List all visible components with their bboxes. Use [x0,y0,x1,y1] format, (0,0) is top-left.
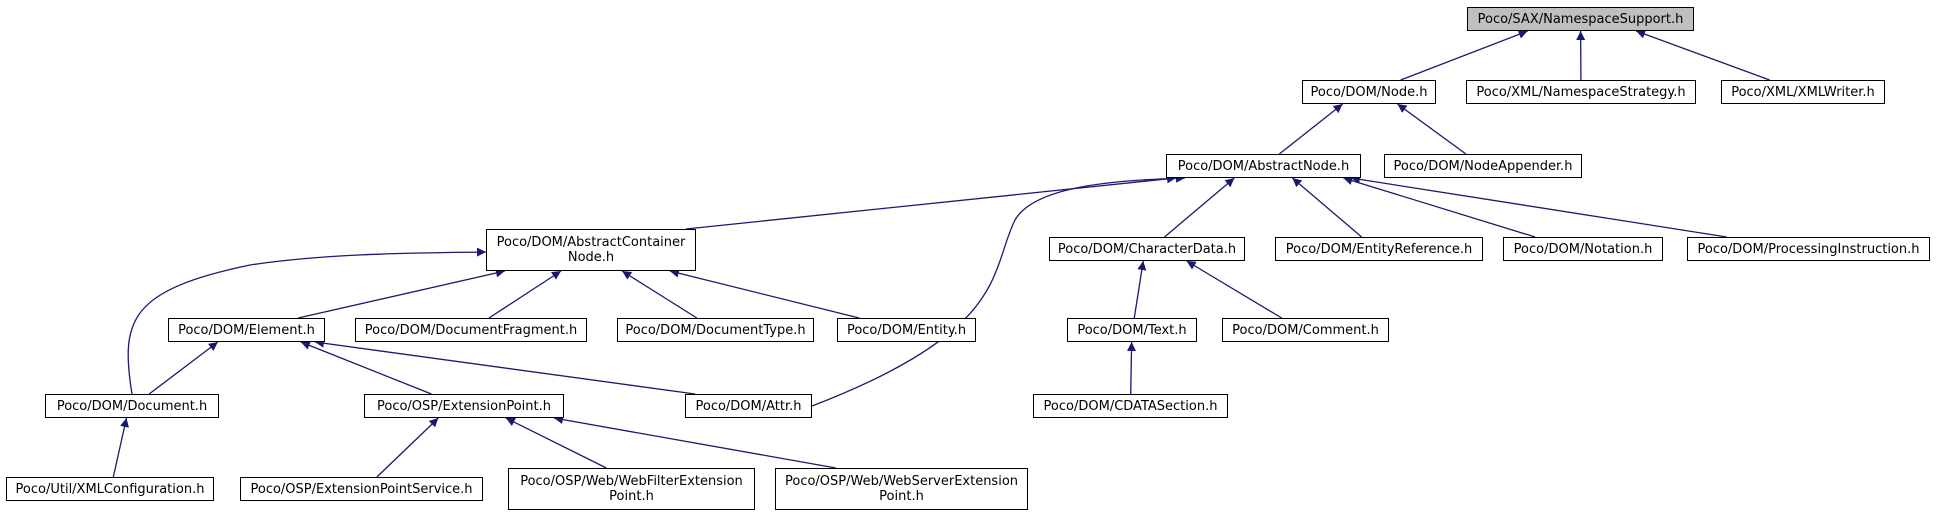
edge-attr-to-abstractnode [811,173,1186,407]
node-extension-point-service[interactable]: Poco/OSP/ExtensionPointService.h [240,477,483,501]
edge-chardata-to-abstractnode [1164,177,1235,238]
node-xml-writer[interactable]: Poco/XML/XMLWriter.h [1721,80,1885,104]
edge-abstractnode-to-node [1278,103,1344,155]
edge-entity-to-abscontainer [669,268,860,319]
edge-docfragment-to-abscontainer [488,270,562,319]
node-character-data[interactable]: Poco/DOM/CharacterData.h [1049,237,1245,261]
node-notation[interactable]: Poco/DOM/Notation.h [1503,237,1663,261]
edge-webserver-to-extpoint [553,415,836,469]
node-web-filter-extension-point[interactable]: Poco/OSP/Web/WebFilterExtension Point.h [508,468,755,510]
node-document[interactable]: Poco/DOM/Document.h [45,394,219,418]
node-document-fragment[interactable]: Poco/DOM/DocumentFragment.h [355,318,587,342]
node-xml-configuration[interactable]: Poco/Util/XMLConfiguration.h [6,477,214,501]
edge-document-to-element [148,341,219,395]
edge-abscontainer-to-abstractnode [685,174,1177,230]
edge-text-to-chardata [1133,260,1147,319]
edge-element-to-abscontainer [298,268,506,319]
edge-nodeappender-to-node [1397,103,1467,155]
edge-doctype-to-abscontainer [621,270,698,319]
edge-node-to-ns [1400,30,1528,81]
node-web-server-extension-point[interactable]: Poco/OSP/Web/WebServerExtension Point.h [775,468,1028,510]
node-namespace-support[interactable]: Poco/SAX/NamespaceSupport.h [1467,7,1694,31]
edge-xmlwriter-to-ns [1635,29,1770,81]
node-extension-point[interactable]: Poco/OSP/ExtensionPoint.h [364,394,564,418]
node-comment[interactable]: Poco/DOM/Comment.h [1222,318,1389,342]
node-dom-node[interactable]: Poco/DOM/Node.h [1302,80,1436,104]
edge-webfilter-to-extpoint [505,417,607,469]
edge-entityref-to-abstractnode [1291,177,1363,238]
node-text[interactable]: Poco/DOM/Text.h [1067,318,1197,342]
node-cdata-section[interactable]: Poco/DOM/CDATASection.h [1033,394,1228,418]
node-namespace-strategy[interactable]: Poco/XML/NamespaceStrategy.h [1466,80,1696,104]
edge-extpointservice-to-extpoint [376,417,439,478]
node-entity[interactable]: Poco/DOM/Entity.h [837,318,976,342]
node-processing-instruction[interactable]: Poco/DOM/ProcessingInstruction.h [1687,237,1930,261]
edge-cdata-to-text [1126,341,1136,395]
node-entity-reference[interactable]: Poco/DOM/EntityReference.h [1275,237,1483,261]
node-document-type[interactable]: Poco/DOM/DocumentType.h [617,318,814,342]
edge-extpoint-to-element [300,341,432,395]
node-attr[interactable]: Poco/DOM/Attr.h [685,394,812,418]
edge-xmlconfig-to-document [112,417,129,478]
edge-attr-to-element [314,338,696,395]
edge-comment-to-chardata [1186,260,1283,319]
node-abstract-container-node[interactable]: Poco/DOM/AbstractContainer Node.h [486,229,696,271]
node-element[interactable]: Poco/DOM/Element.h [168,318,325,342]
edge-procinstr-to-abstractnode [1350,174,1727,238]
node-node-appender[interactable]: Poco/DOM/NodeAppender.h [1384,154,1582,178]
edge-document-to-abscontainer [127,247,487,395]
node-abstract-node[interactable]: Poco/DOM/AbstractNode.h [1166,154,1361,178]
edge-notation-to-abstractnode [1343,176,1536,238]
